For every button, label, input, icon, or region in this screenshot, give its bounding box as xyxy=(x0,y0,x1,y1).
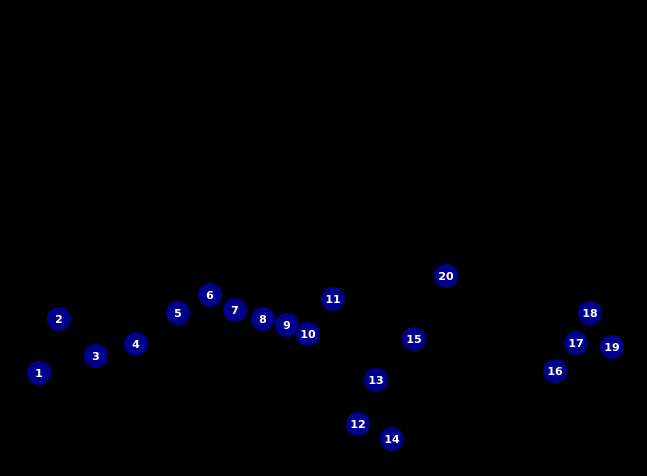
numbered-marker-16[interactable]: 16 xyxy=(542,358,568,384)
numbered-marker-11[interactable]: 11 xyxy=(320,286,346,312)
numbered-marker-10[interactable]: 10 xyxy=(295,321,321,347)
numbered-marker-20[interactable]: 20 xyxy=(433,263,459,289)
numbered-marker-5[interactable]: 5 xyxy=(165,300,191,326)
numbered-marker-4[interactable]: 4 xyxy=(123,331,149,357)
numbered-marker-15[interactable]: 15 xyxy=(401,326,427,352)
numbered-marker-9[interactable]: 9 xyxy=(274,312,300,338)
numbered-marker-13[interactable]: 13 xyxy=(363,367,389,393)
numbered-marker-14[interactable]: 14 xyxy=(379,426,405,452)
numbered-marker-3[interactable]: 3 xyxy=(83,343,109,369)
numbered-marker-8[interactable]: 8 xyxy=(250,306,276,332)
numbered-marker-7[interactable]: 7 xyxy=(222,297,248,323)
numbered-marker-19[interactable]: 19 xyxy=(599,334,625,360)
numbered-marker-18[interactable]: 18 xyxy=(577,300,603,326)
numbered-marker-1[interactable]: 1 xyxy=(26,360,52,386)
numbered-marker-17[interactable]: 17 xyxy=(563,330,589,356)
numbered-marker-6[interactable]: 6 xyxy=(197,282,223,308)
numbered-marker-12[interactable]: 12 xyxy=(345,411,371,437)
numbered-marker-2[interactable]: 2 xyxy=(46,306,72,332)
